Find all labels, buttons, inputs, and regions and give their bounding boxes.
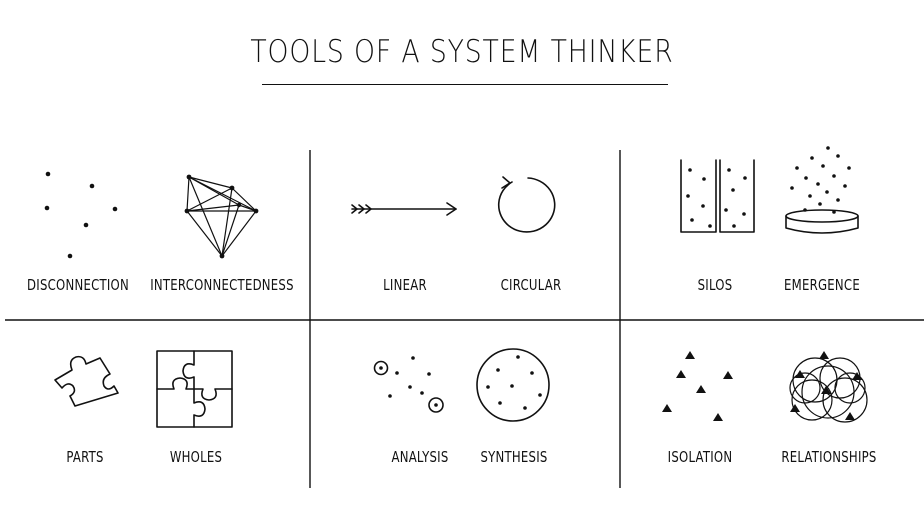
circular-icon xyxy=(497,176,556,233)
label-linear: LINEAR xyxy=(383,276,427,294)
label-circular: CIRCULAR xyxy=(500,276,562,294)
label-emergence: EMERGENCE xyxy=(784,276,860,294)
synthesis-icon xyxy=(476,348,550,422)
page-title: TOOLS OF A SYSTEM THINKER xyxy=(250,34,674,70)
relationships-icon xyxy=(789,351,868,423)
emergence-icon xyxy=(785,146,859,234)
wholes-icon xyxy=(156,350,233,428)
label-isolation: ISOLATION xyxy=(667,448,733,466)
isolation-icon xyxy=(662,351,733,421)
label-silos: SILOS xyxy=(697,276,733,294)
label-wholes: WHOLES xyxy=(169,448,223,466)
disconnection-icon xyxy=(44,171,118,259)
silos-icon xyxy=(680,159,755,233)
label-disconnection: DISCONNECTION xyxy=(27,276,129,294)
label-interconnectedness: INTERCONNECTEDNESS xyxy=(150,276,294,294)
title-underline xyxy=(262,84,668,85)
interconnectedness-icon xyxy=(184,174,259,259)
label-parts: PARTS xyxy=(66,448,104,466)
linear-icon xyxy=(351,202,457,216)
label-relationships: RELATIONSHIPS xyxy=(781,448,877,466)
analysis-icon xyxy=(373,356,444,413)
parts-icon xyxy=(54,355,119,407)
label-synthesis: SYNTHESIS xyxy=(480,448,548,466)
label-analysis: ANALYSIS xyxy=(391,448,449,466)
